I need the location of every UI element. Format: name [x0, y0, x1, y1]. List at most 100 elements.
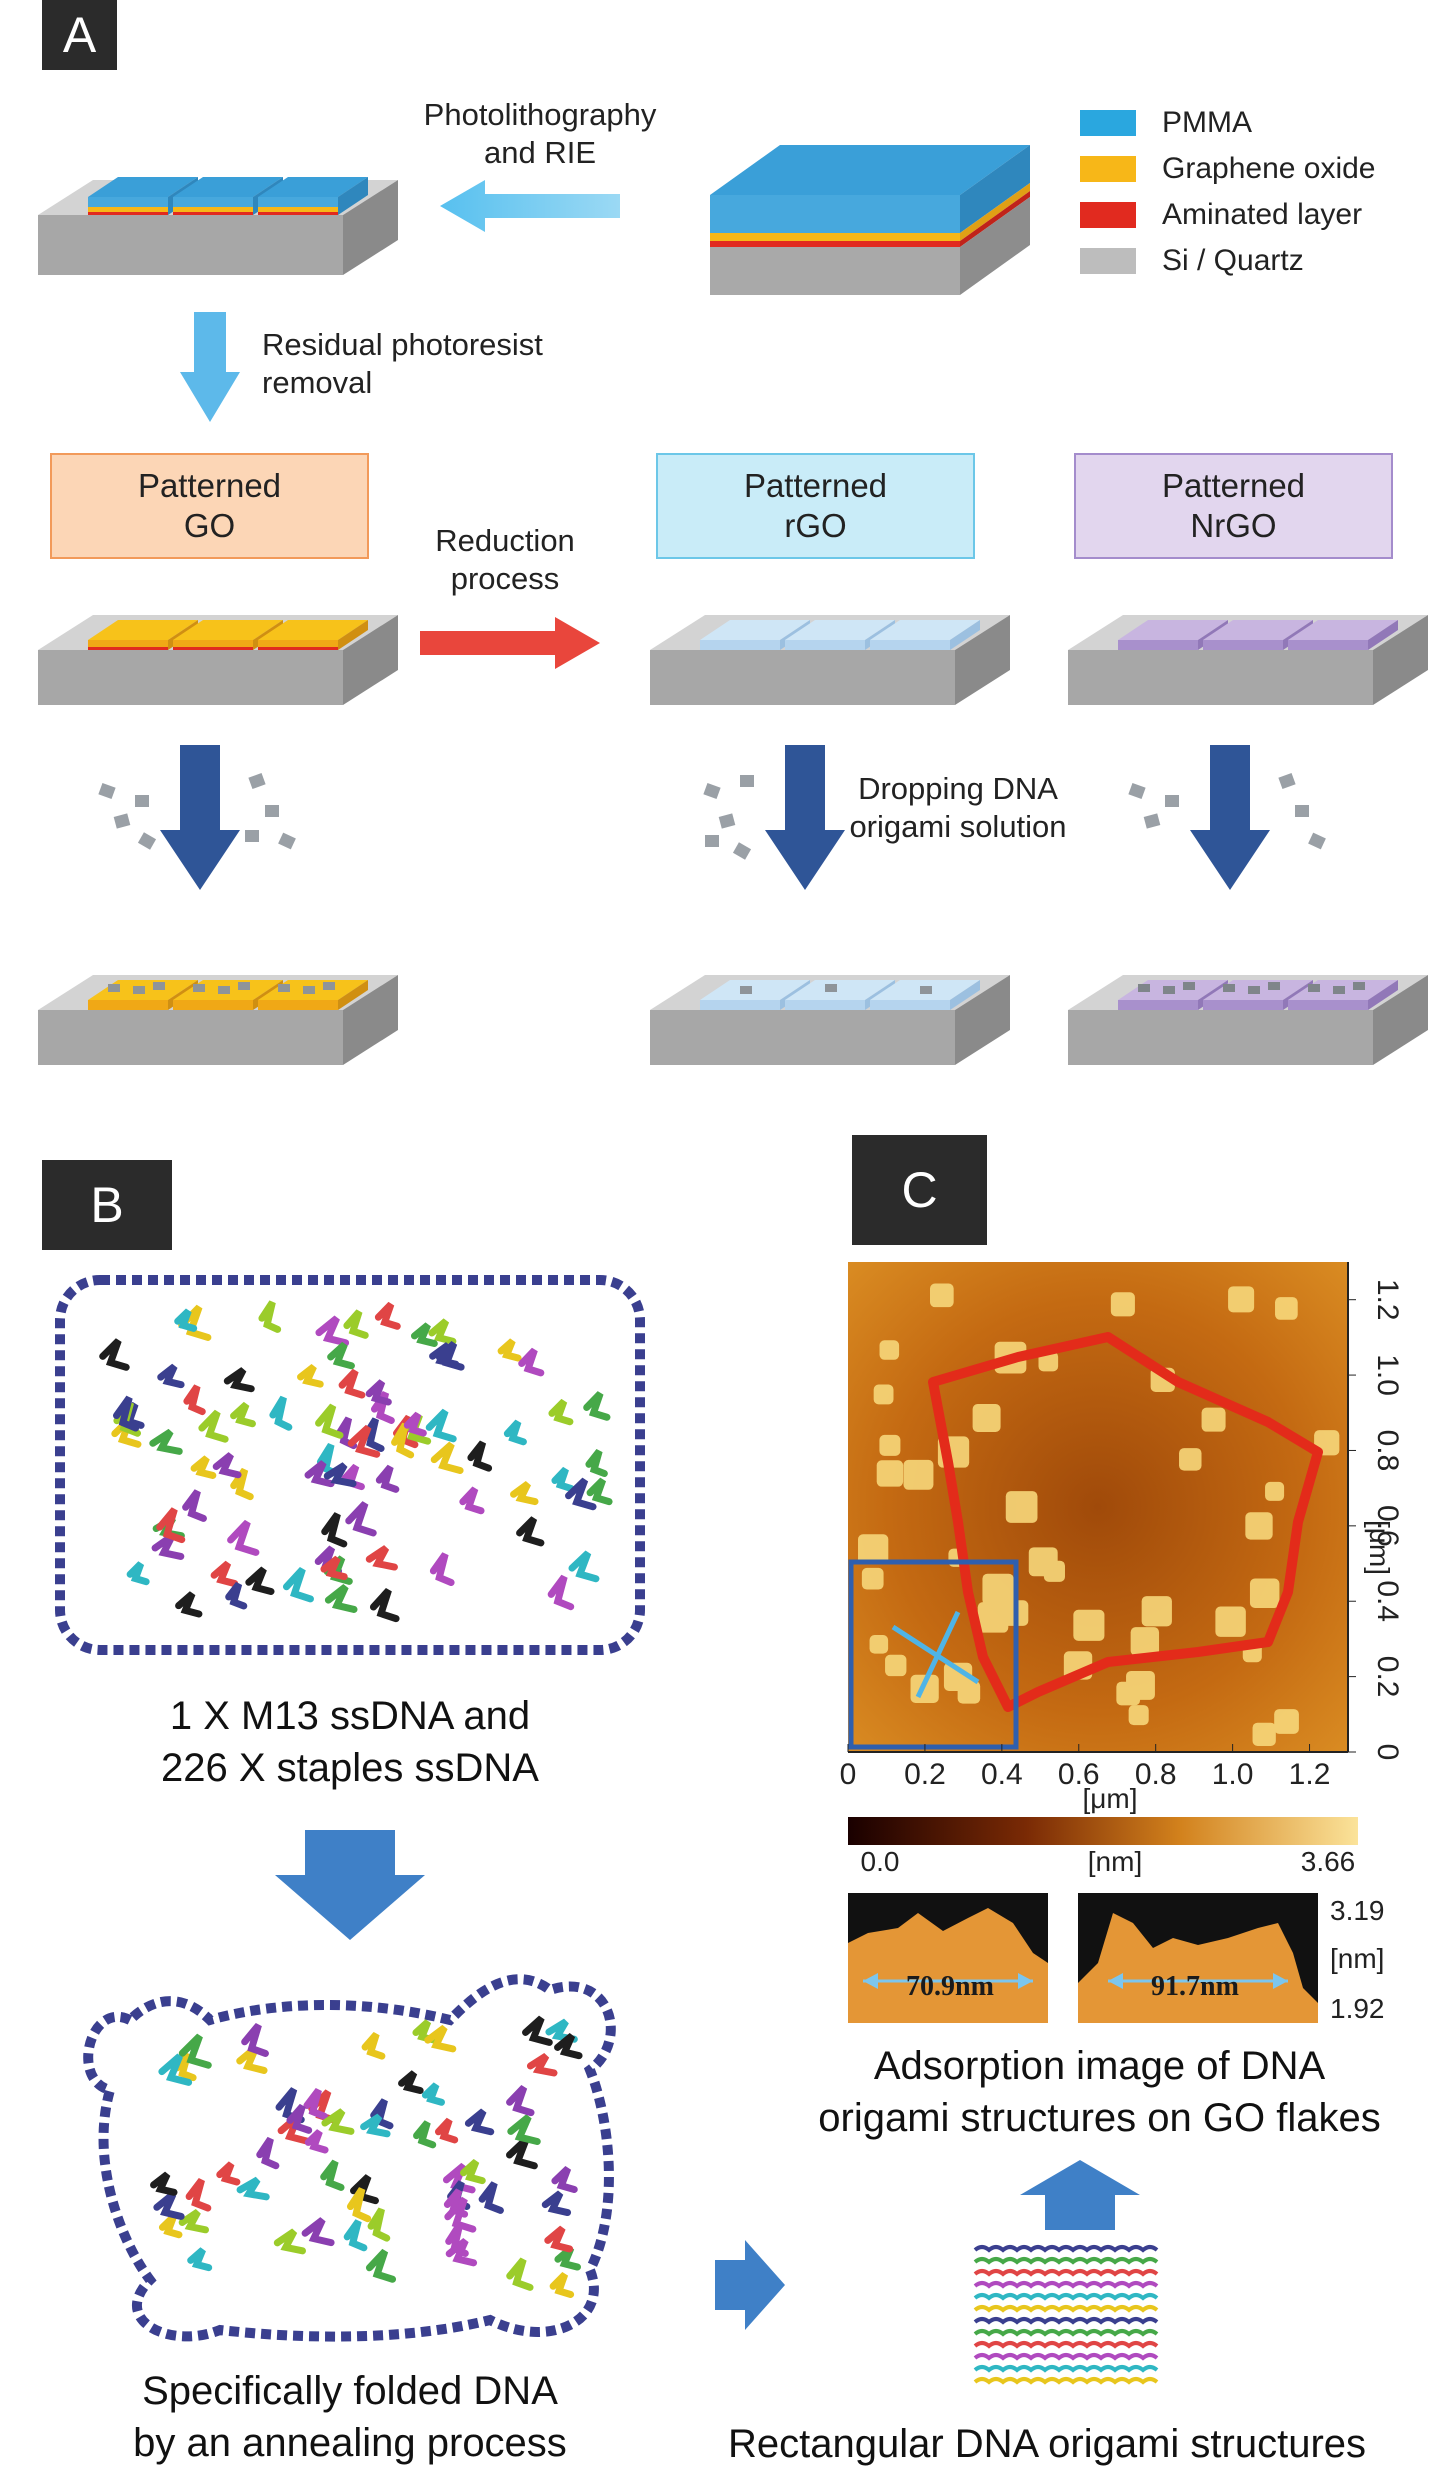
staple-strand: [327, 1341, 355, 1370]
staple-strand: [429, 1552, 455, 1587]
staple-strand: [301, 2217, 335, 2247]
staple-strand: [541, 2190, 572, 2217]
staple-strand: [516, 1516, 545, 1547]
staple-strand: [464, 2108, 495, 2136]
afm-origami-spot: [977, 1602, 1009, 1633]
staple-strand: [507, 2114, 541, 2146]
residual-line2: removal: [262, 365, 373, 400]
afm-origami-spot: [861, 1567, 884, 1590]
afm-origami-spot: [943, 1662, 973, 1691]
y-tick-label: 1.0: [1371, 1354, 1404, 1396]
staple-strand: [178, 2033, 212, 2069]
staple-strand: [565, 1477, 597, 1511]
legend-label-si-quartz: Si / Quartz: [1162, 244, 1304, 277]
legend-label-graphene-oxide: Graphene oxide: [1162, 152, 1376, 185]
staple-strand: [282, 1566, 314, 1603]
staple-strand: [428, 1318, 457, 1345]
staple-strand: [413, 2120, 437, 2149]
y-tick-label: 0.8: [1371, 1430, 1404, 1472]
staple-strand: [210, 1560, 239, 1588]
reduction-line1: Reduction: [435, 523, 575, 558]
profile-unit: [nm]: [1330, 1943, 1385, 1974]
staple-strand: [374, 1301, 401, 1330]
caption-adsorption-line1: Adsorption image of DNA: [873, 2044, 1326, 2088]
afm-origami-spot: [873, 1384, 894, 1405]
box-rgo-line2: rGO: [784, 507, 847, 544]
rectangular-origami-diagram: [973, 2245, 1159, 2385]
staple-strand: [421, 2082, 445, 2106]
legend-label-pmma: PMMA: [1162, 106, 1252, 139]
staple-strand: [554, 2245, 581, 2271]
staple-strand: [245, 1566, 275, 1596]
colorbar-min: 0.0: [860, 1846, 900, 1877]
caption-m13-ssdna: 1 X M13 ssDNA and 226 X staples ssDNA: [60, 1690, 640, 1794]
afm-origami-spot: [972, 1404, 1001, 1432]
staple-strand: [320, 1555, 348, 1581]
staple-strand: [286, 2103, 313, 2134]
y-tick-label: 0.4: [1371, 1580, 1404, 1622]
caption-folded-line1: Specifically folded DNA: [142, 2369, 558, 2413]
afm-origami-spot: [858, 1534, 889, 1565]
origami-helix-row: [973, 2365, 1159, 2373]
staple-strand: [190, 1455, 217, 1479]
staple-strand: [365, 1545, 398, 1571]
staple-strand: [510, 1481, 539, 1506]
dropping-line1: Dropping DNA: [858, 771, 1058, 806]
profile-1-label: 70.9nm: [906, 1971, 994, 2002]
staple-strand: [258, 1300, 282, 1333]
caption-adsorption-line2: origami structures on GO flakes: [818, 2096, 1381, 2140]
origami-helix-row: [973, 2293, 1159, 2301]
origami-helix-row: [973, 2281, 1159, 2289]
origami-helix-row: [973, 2305, 1159, 2313]
reduction-line2: process: [450, 561, 560, 596]
staple-strand: [361, 2031, 386, 2060]
folded-dna-diagram: [83, 1974, 616, 2342]
staple-strand: [178, 1304, 212, 1341]
staple-strand: [236, 2044, 268, 2074]
profile-plot-2: [1078, 1893, 1318, 2023]
afm-origami-spot: [879, 1340, 900, 1360]
afm-y-unit: [μm]: [1364, 1520, 1395, 1576]
step-label-photolithography: Photolithography and RIE: [410, 96, 670, 172]
panel-label-b: B: [42, 1160, 172, 1250]
staple-strand: [547, 1574, 575, 1611]
staple-strand: [150, 2171, 178, 2196]
origami-helix-row: [973, 2269, 1159, 2277]
staple-strand: [343, 1309, 369, 1339]
profile-2-label: 91.7nm: [1151, 1971, 1239, 2002]
staple-strand: [398, 2070, 424, 2095]
y-tick-label: 1.2: [1371, 1279, 1404, 1321]
staple-strand: [198, 1409, 229, 1443]
afm-origami-spot: [885, 1654, 907, 1677]
staple-strand: [506, 2136, 538, 2170]
origami-helix-row: [973, 2341, 1159, 2349]
staple-strand: [403, 1411, 427, 1437]
afm-origami-spot: [903, 1459, 934, 1490]
photolithography-line1: Photolithography: [423, 97, 657, 132]
arrow-right-red-icon: [420, 617, 600, 669]
x-tick-label: 1.2: [1289, 1758, 1331, 1791]
afm-origami-spot: [1252, 1722, 1276, 1746]
arrow-down-block-icon: [275, 1830, 425, 1940]
staple-strand: [548, 1398, 574, 1426]
staple-strand: [478, 2181, 504, 2214]
substrate-go-with-origami: [38, 975, 398, 1065]
caption-folded-dna: Specifically folded DNA by an annealing …: [40, 2365, 660, 2469]
staple-strand: [375, 1464, 400, 1493]
x-tick-label: 1.0: [1212, 1758, 1254, 1791]
caption-folded-line2: by an annealing process: [133, 2421, 567, 2465]
staple-strand: [429, 1342, 460, 1368]
origami-helix-row: [973, 2353, 1159, 2361]
afm-x-unit: [μm]: [1082, 1783, 1138, 1814]
afm-origami-spot: [1249, 1578, 1280, 1609]
afm-origami-spot: [1116, 1681, 1141, 1706]
origami-helix-row: [973, 2317, 1159, 2325]
afm-origami-spot: [929, 1283, 954, 1308]
step-label-reduction: Reduction process: [410, 522, 600, 598]
staple-strand: [303, 2087, 328, 2120]
staple-strand: [370, 2098, 394, 2130]
staple-strand: [338, 1368, 366, 1399]
legend-swatch-pmma: [1080, 110, 1136, 136]
